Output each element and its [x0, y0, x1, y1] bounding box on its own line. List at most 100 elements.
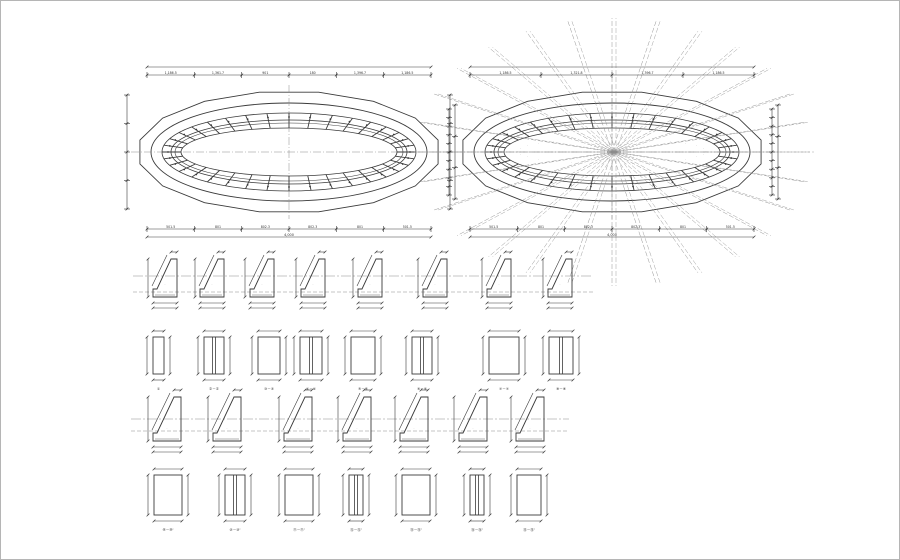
- plan-right-ray: [422, 121, 617, 153]
- row1-wedge-4-dim-slope: [299, 254, 316, 287]
- plan-left-anchor-dot: [401, 163, 404, 165]
- plan-right-anchor-dot: [730, 157, 733, 159]
- row1-wedge-7-tick: [509, 306, 513, 310]
- row2-section-8-tick: [571, 329, 575, 333]
- row1-wedge-8-tick: [541, 295, 545, 299]
- plan-right-segment-line: [530, 121, 543, 134]
- plan-right-ray: [488, 151, 613, 257]
- plan-left-segment-line: [178, 163, 196, 172]
- row2-section-4-tick: [326, 335, 330, 339]
- plan-right-left-dim-tick: [448, 121, 452, 126]
- row3-wedge-5-tick: [398, 450, 402, 454]
- plan-left-top-dim-label: 1,361.7: [212, 71, 224, 75]
- plan-right-ray-mark: ·: [612, 162, 613, 166]
- row4-section-1-outline: [153, 474, 183, 516]
- row3-wedge-6-tick: [478, 388, 482, 392]
- plan-right-anchor-dot: [497, 163, 500, 165]
- row4-section-4-tick: [347, 519, 351, 523]
- plan-right-anchor-dot: [724, 139, 727, 141]
- row2-section-2-tick: [202, 378, 206, 382]
- row4-section-7-tick: [515, 467, 519, 471]
- row1-wedge-7-tick: [503, 250, 507, 254]
- row2-section-7-tick: [523, 335, 527, 339]
- plan-left-segment-line: [245, 174, 253, 189]
- row3-wedge-3-mark: ·: [298, 426, 299, 430]
- row3-wedge-7-tick: [542, 450, 546, 454]
- row2-section-3-caption: ③－③: [264, 387, 274, 391]
- row2-section-8-tick: [547, 378, 551, 382]
- row1-wedge-1-dim-slope: [151, 254, 168, 287]
- plan-right-left-dim-tick: [448, 150, 452, 154]
- plan-left-anchor-dot: [407, 145, 410, 147]
- plan-left-segment-line: [395, 144, 415, 149]
- plan-right-segment-line: [492, 159, 511, 166]
- plan-left-segment-line: [169, 138, 188, 145]
- plan-left-anchor-dot: [407, 157, 410, 159]
- row2-section-8-tick: [577, 335, 581, 339]
- plan-right-anchor-dot: [652, 118, 655, 121]
- plan-right-segment-line: [665, 172, 676, 187]
- row3-wedge-1-tick: [172, 388, 176, 392]
- row1-wedge-2-tick: [198, 301, 202, 305]
- plan-left-anchor-dot: [246, 183, 249, 186]
- plan-right-ray: [422, 151, 617, 183]
- plan-right-ray: [418, 121, 613, 153]
- row4-section-2-outline: [224, 474, 246, 516]
- plan-right-left-dim-tick: [448, 178, 452, 183]
- row2-section-6-tick: [436, 372, 440, 376]
- row3-wedge-5-tick: [426, 450, 430, 454]
- plan-right-ray: [611, 151, 736, 257]
- row2-section-7-tick: [517, 378, 521, 382]
- plan-right-ray: [615, 21, 661, 153]
- row2-section-5-outline: [350, 336, 376, 375]
- row4-section-7-tick: [509, 473, 513, 477]
- row3-wedge-2-tick: [211, 445, 215, 449]
- plan-left-anchor-dot: [227, 181, 230, 184]
- row3-wedge-7-tick: [514, 445, 518, 449]
- plan-right-ray: [611, 151, 791, 211]
- row4-section-6-tick: [482, 467, 486, 471]
- row4-section-5-tick: [434, 513, 438, 517]
- row2-section-5-tick: [373, 329, 377, 333]
- plan-left-bottom-dim-label: 802.3: [261, 225, 270, 229]
- row3-wedge-1-dim-slope: [151, 392, 171, 431]
- row1-wedge-5-tick: [356, 301, 360, 305]
- plan-right-ray: [437, 93, 617, 153]
- plan-right-ray: [611, 151, 767, 236]
- row3-wedge-3-tick: [310, 388, 314, 392]
- plan-left-bottom-dim-label: 501.5: [166, 225, 175, 229]
- row3-wedge-5-tick: [393, 439, 397, 443]
- row4-section-6-tick: [462, 473, 466, 477]
- row4-section-2-tick: [217, 513, 221, 517]
- plan-view-right: ····························1,186.51,321…: [414, 18, 814, 286]
- row3-wedge-6-tick: [485, 445, 489, 449]
- row2-section-3-tick: [284, 372, 288, 376]
- row1-wedge-8-tick: [546, 306, 550, 310]
- plan-right-ray-mark: ·: [591, 162, 592, 166]
- row1-wedge-2-tick: [193, 257, 197, 261]
- plan-right-segment-line: [568, 115, 576, 130]
- row2-section-1-tick: [168, 335, 172, 339]
- row2-section-1-caption: ①: [157, 387, 160, 391]
- plan-left-bottom-overall-tick: [429, 235, 433, 239]
- row2-section-2-caption: ②－②: [209, 387, 219, 391]
- row4-section-5-tick: [434, 473, 438, 477]
- row2-section-6-outline: [411, 336, 433, 375]
- row2-section-4-tick: [326, 372, 330, 376]
- row1-wedge-1-tick: [146, 295, 150, 299]
- plan-right-ray: [433, 151, 613, 211]
- row2-section-1-tick: [145, 335, 149, 339]
- row1-wedge-1-tick: [169, 250, 173, 254]
- plan-left-segment-line: [390, 138, 409, 145]
- row3-wedge-7-tick: [509, 439, 513, 443]
- plan-right-top-dim-tick: [610, 73, 614, 77]
- row3-wedge-5-mark: ·: [414, 426, 415, 430]
- row1-wedge-4-tick: [294, 295, 298, 299]
- plan-right-ray-mark: ·: [703, 146, 704, 150]
- plan-right-ray: [615, 151, 810, 183]
- row3-wedge-4-dim-slope: [341, 392, 361, 431]
- plan-left-segment-line: [178, 132, 196, 141]
- row1-wedge-5-mark: ·: [370, 282, 371, 286]
- row4-section-4-caption: ⑫－⑫': [350, 527, 362, 532]
- row4-section-5-tick: [428, 519, 432, 523]
